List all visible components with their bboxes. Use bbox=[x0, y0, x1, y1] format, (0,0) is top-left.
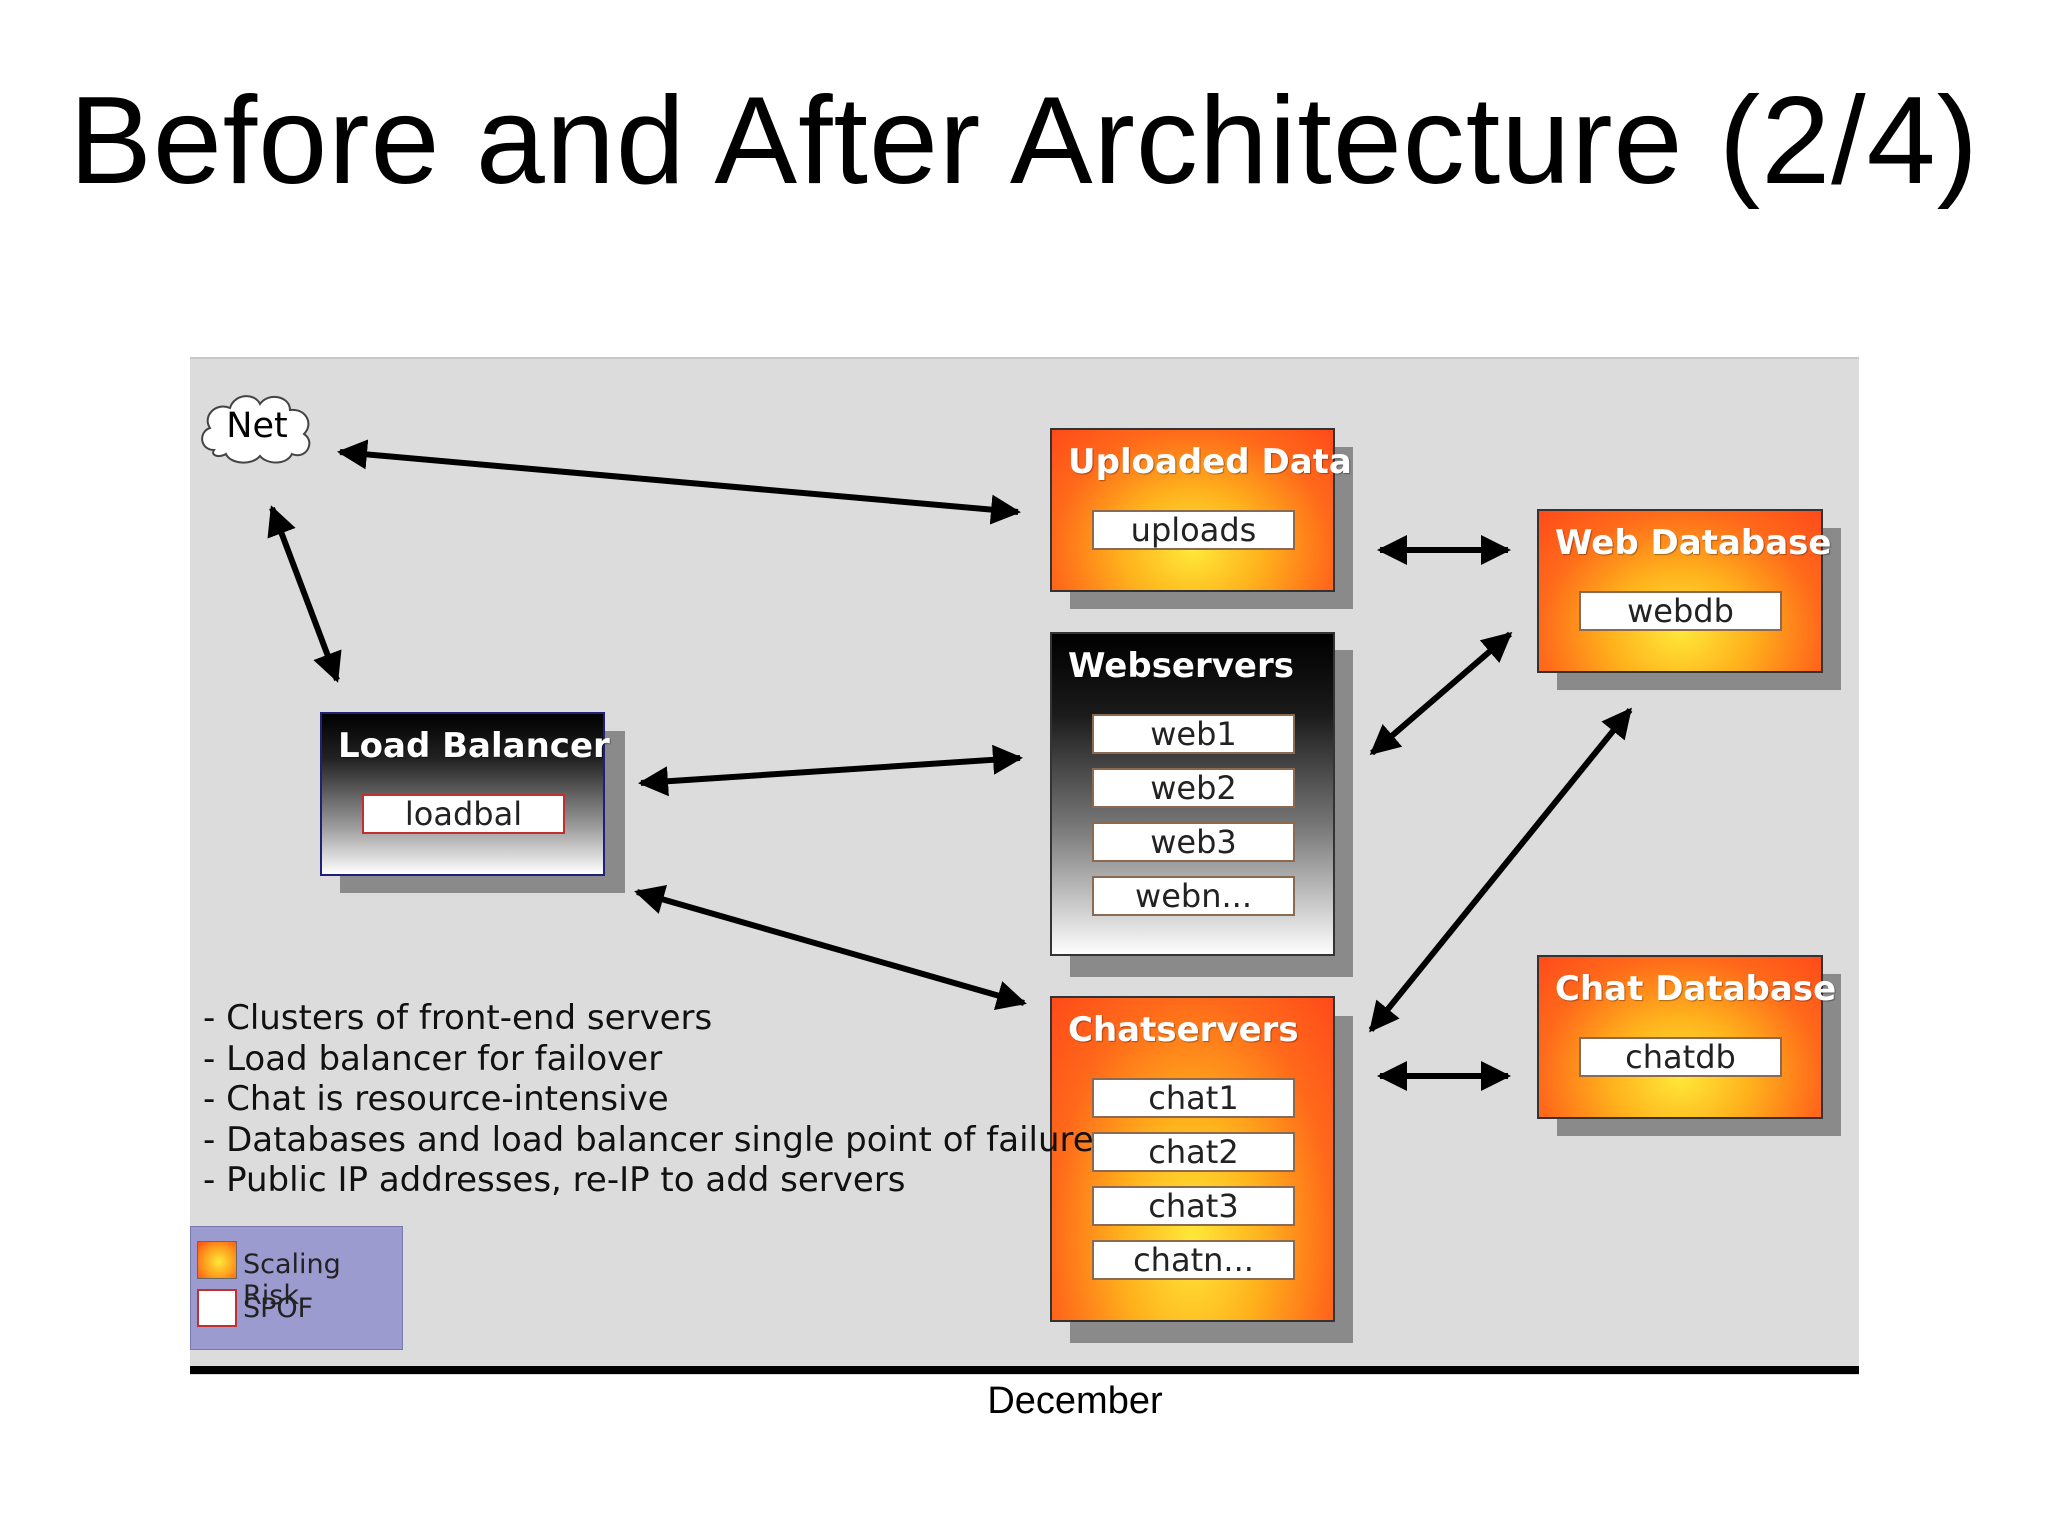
cloud-icon bbox=[201, 395, 311, 464]
chatservers-box: Chatservers chat1 chat2 chat3 chatn... bbox=[1050, 996, 1335, 1322]
loadbal-item: loadbal bbox=[362, 794, 565, 834]
web3-item: web3 bbox=[1092, 822, 1295, 862]
uploaded-data-title: Uploaded Data bbox=[1068, 442, 1352, 482]
net-label: Net bbox=[226, 406, 288, 446]
arrow-loadbalancer-chatservers bbox=[634, 885, 1027, 1010]
webn-item: webn... bbox=[1092, 876, 1295, 916]
spof-label: SPOF bbox=[243, 1293, 314, 1324]
note-line: - Public IP addresses, re-IP to add serv… bbox=[203, 1160, 906, 1200]
arrow-chatservers-webdb bbox=[1368, 707, 1633, 1033]
note-line: - Clusters of front-end servers bbox=[203, 998, 713, 1038]
chatservers-title: Chatservers bbox=[1068, 1010, 1299, 1050]
web2-item: web2 bbox=[1092, 768, 1295, 808]
note-line: - Databases and load balancer single poi… bbox=[203, 1119, 1094, 1160]
legend: Scaling Risk SPOF bbox=[190, 1226, 403, 1350]
chat1-item: chat1 bbox=[1092, 1078, 1295, 1118]
chatdb-item: chatdb bbox=[1579, 1037, 1782, 1077]
chat-database-box: Chat Database chatdb bbox=[1537, 955, 1836, 1119]
web-database-title: Web Database bbox=[1555, 523, 1832, 563]
uploads-item: uploads bbox=[1092, 510, 1295, 550]
arrow-net-loadbalancer bbox=[267, 505, 342, 683]
footer-text: December bbox=[987, 1380, 1163, 1422]
chatn-item: chatn... bbox=[1092, 1240, 1295, 1280]
note-line: - Load balancer for failover bbox=[203, 1038, 663, 1079]
arrow-net-uploads bbox=[337, 439, 1021, 525]
chat3-item: chat3 bbox=[1092, 1186, 1295, 1226]
scaling-risk-label: Scaling Risk bbox=[243, 1249, 341, 1311]
slide-title: Before and After Architecture (2/4) bbox=[69, 72, 1979, 210]
uploaded-data-box: Uploaded Data uploads bbox=[1050, 428, 1352, 592]
webservers-title: Webservers bbox=[1068, 646, 1294, 686]
web1-item: web1 bbox=[1092, 714, 1295, 754]
arrow-webservers-webdb bbox=[1369, 631, 1513, 756]
panel-bottom-rule bbox=[190, 1366, 1859, 1374]
arrow-loadbalancer-webservers bbox=[638, 744, 1023, 797]
webservers-box: Webservers web1 web2 web3 webn... bbox=[1050, 632, 1335, 956]
chat-database-title: Chat Database bbox=[1555, 969, 1837, 1009]
web-database-box: Web Database webdb bbox=[1537, 509, 1831, 673]
chat2-item: chat2 bbox=[1092, 1132, 1295, 1172]
note-line: - Chat is resource-intensive bbox=[203, 1079, 669, 1119]
architecture-notes: - Clusters of front-end servers - Load b… bbox=[203, 998, 1094, 1201]
load-balancer-box: Load Balancer loadbal bbox=[320, 712, 610, 876]
scaling-risk-swatch bbox=[197, 1241, 237, 1279]
webdb-item: webdb bbox=[1579, 591, 1782, 631]
spof-swatch bbox=[197, 1289, 237, 1327]
load-balancer-title: Load Balancer bbox=[338, 726, 610, 766]
